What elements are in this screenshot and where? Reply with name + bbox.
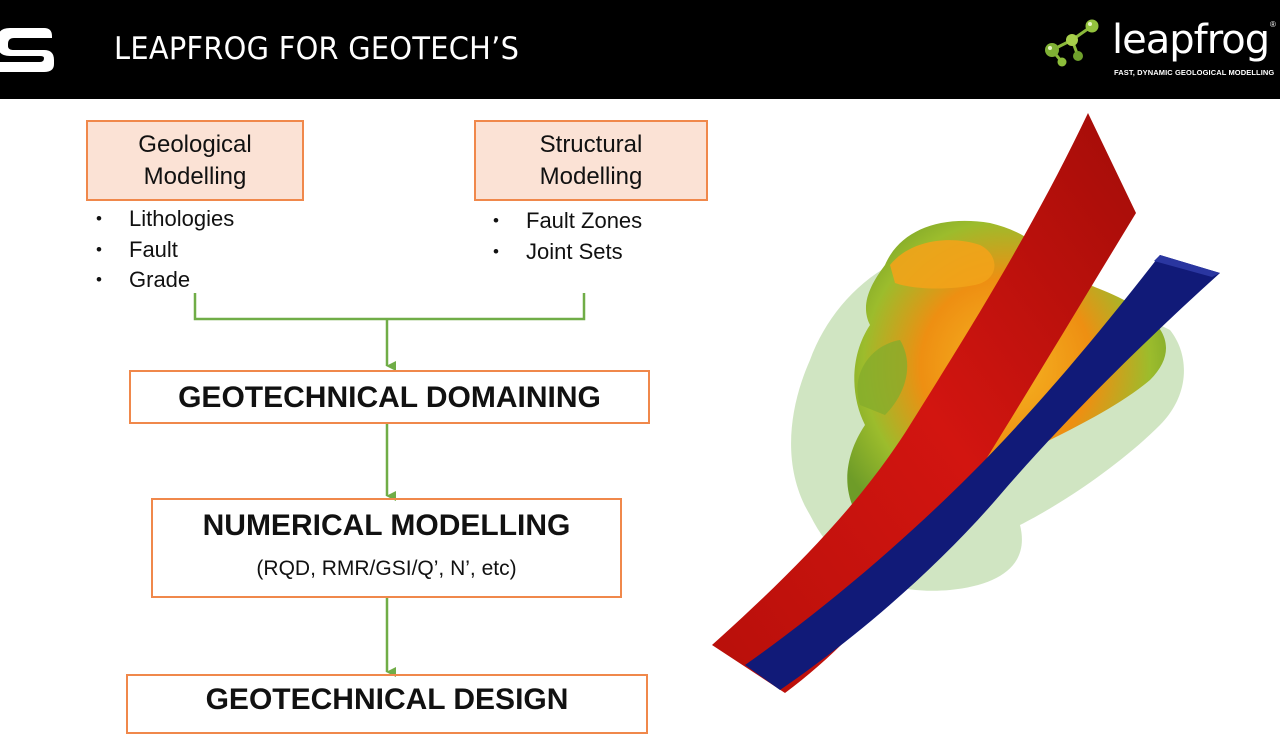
- header-bar: LEAPFROG FOR GEOTECH’S leapfrog ® FAST, …: [0, 0, 1280, 99]
- numerical-title: NUMERICAL MODELLING: [202, 509, 571, 542]
- list-item: Joint Sets: [493, 237, 642, 268]
- geological-modelling-box: Geological Modelling: [86, 120, 304, 201]
- blue-fault-plane: [745, 255, 1220, 690]
- geological-3d-model-image: [712, 113, 1220, 693]
- geological-title-line1: Geological: [138, 131, 252, 158]
- structural-modelling-box: Structural Modelling: [474, 120, 708, 201]
- company-s-logo-icon: [0, 28, 54, 72]
- list-item: Lithologies: [96, 204, 234, 235]
- red-fault-plane: [712, 113, 1136, 693]
- numerical-subtitle: (RQD, RMR/GSI/Q’, N’, etc): [256, 557, 517, 580]
- list-item: Grade: [96, 265, 234, 296]
- structural-title-line1: Structural: [539, 131, 643, 158]
- structural-bullet-list: Fault Zones Joint Sets: [493, 206, 642, 267]
- geological-title-line2: Modelling: [143, 163, 247, 190]
- structural-title-line2: Modelling: [539, 163, 643, 190]
- leapfrog-tagline: FAST, DYNAMIC GEOLOGICAL MODELLING: [1114, 68, 1275, 77]
- numerical-modelling-box: NUMERICAL MODELLING (RQD, RMR/GSI/Q’, N’…: [151, 498, 622, 598]
- merge-connector: [193, 293, 586, 321]
- domaining-label: GEOTECHNICAL DOMAINING: [178, 381, 601, 414]
- leapfrog-molecule-icon: [1045, 19, 1099, 67]
- registered-mark: ®: [1270, 20, 1276, 29]
- geotechnical-design-box: GEOTECHNICAL DESIGN: [126, 674, 648, 734]
- leapfrog-wordmark: leapfrog: [1112, 17, 1270, 63]
- ore-lobe-green: [857, 340, 908, 415]
- ore-lobe: [890, 240, 995, 289]
- geotechnical-domaining-box: GEOTECHNICAL DOMAINING: [129, 370, 650, 424]
- geological-bullet-list: Lithologies Fault Grade: [96, 204, 234, 296]
- list-item: Fault: [96, 235, 234, 266]
- list-item: Fault Zones: [493, 206, 642, 237]
- page-title: LEAPFROG FOR GEOTECH’S: [114, 31, 520, 67]
- design-label: GEOTECHNICAL DESIGN: [205, 683, 569, 716]
